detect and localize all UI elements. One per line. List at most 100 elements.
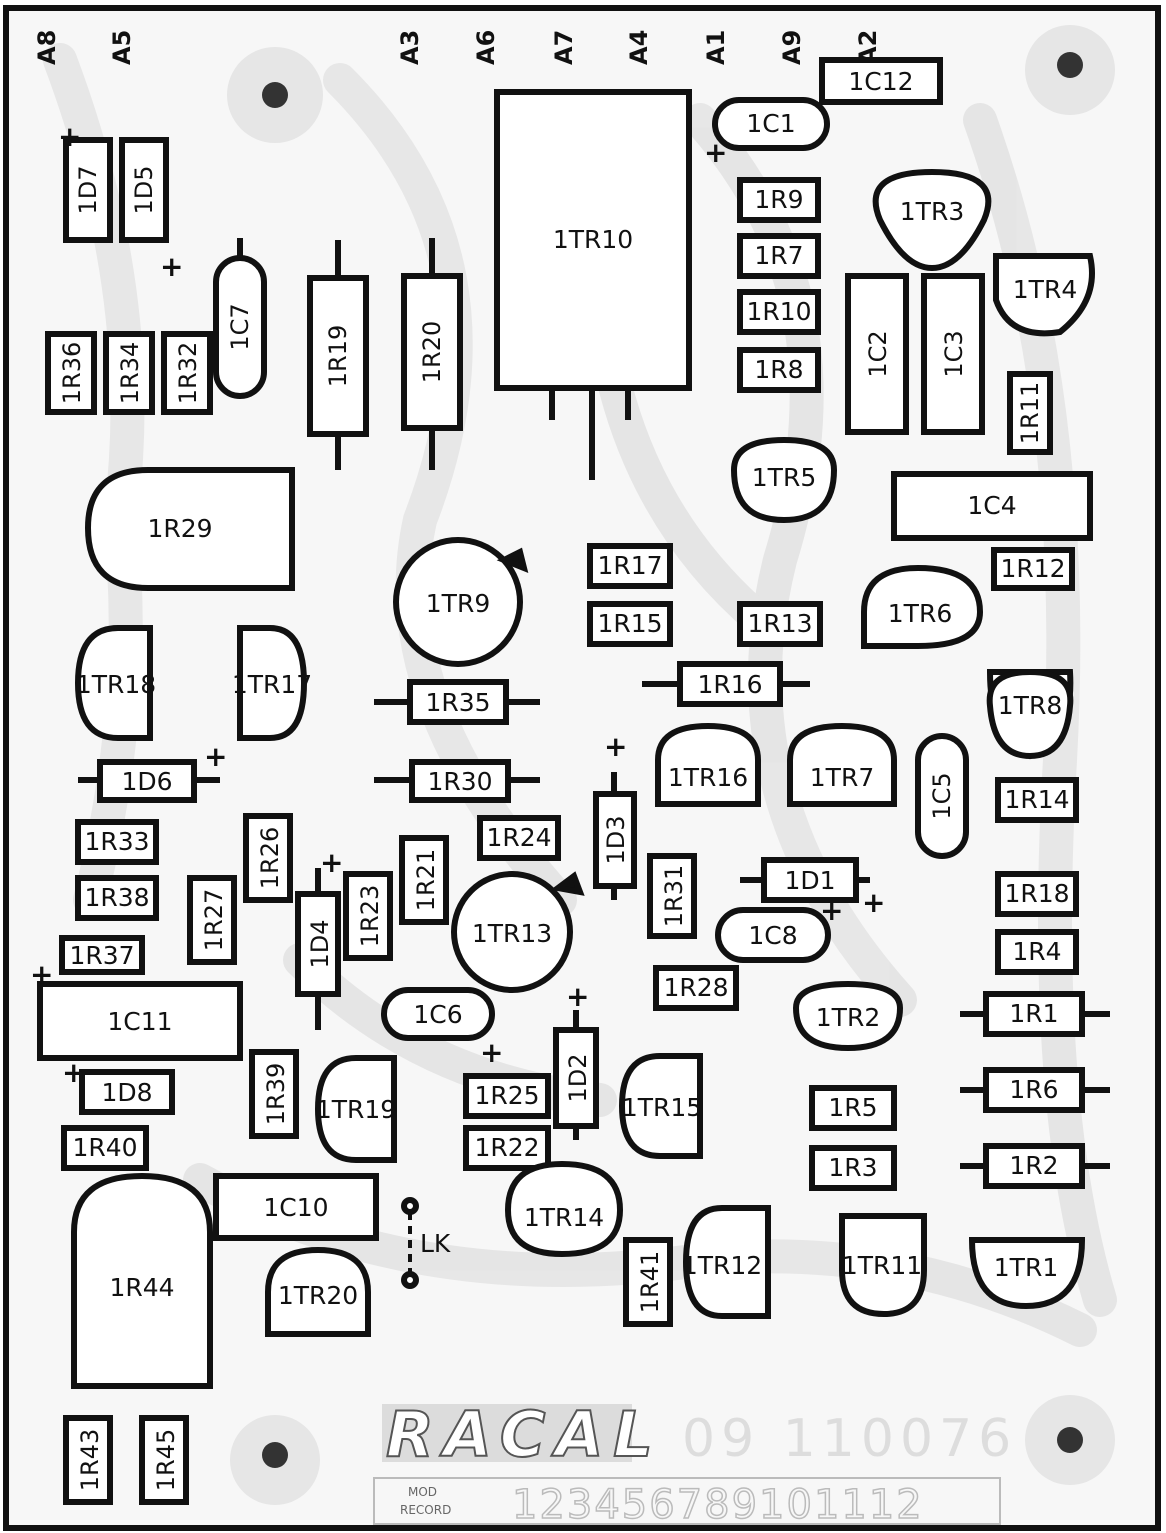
component-label-1r8: 1R8 (754, 355, 803, 384)
resistor-1r9 (737, 177, 821, 223)
diode-1d1 (761, 857, 859, 903)
transistor-1tr16 (655, 722, 761, 807)
component-label-1r1: 1R1 (1009, 999, 1058, 1028)
capacitor-1c6 (381, 987, 495, 1041)
component-label-1r41: 1R41 (636, 1251, 664, 1313)
resistor-1r20 (401, 273, 463, 431)
svg-text:MOD: MOD (408, 1485, 437, 1499)
component-label-1tr5: 1TR5 (752, 463, 816, 492)
component-label-1d8: 1D8 (101, 1078, 152, 1107)
component-label-1r13: 1R13 (747, 609, 812, 638)
resistor-1r28 (653, 965, 739, 1011)
svg-text:+: + (704, 136, 727, 169)
resistor-1r12 (991, 547, 1075, 591)
edge-pin-labels: A8 A5 A3 A6 A7 A4 A1 A9 A2 (33, 30, 882, 65)
svg-text:+: + (204, 740, 227, 773)
capacitor-1c5 (915, 733, 969, 859)
capacitor-1c4 (891, 471, 1093, 541)
resistor-1r15 (587, 601, 673, 647)
svg-text:RECORD: RECORD (400, 1503, 451, 1517)
resistor-1r14 (995, 777, 1079, 823)
component-label-1r9: 1R9 (754, 185, 803, 214)
resistor-1r8 (737, 347, 821, 393)
component-label-1r34: 1R34 (116, 342, 144, 404)
svg-text:+: + (320, 846, 343, 879)
transistor-1tr3 (872, 168, 992, 272)
component-label-1r15: 1R15 (597, 609, 662, 638)
brand-logo: RACAL (382, 1397, 663, 1472)
transistor-1tr17 (237, 625, 308, 741)
resistor-1r31 (647, 853, 697, 939)
svg-text:123456789101112: 123456789101112 (512, 1482, 924, 1528)
resistor-1r13 (737, 601, 823, 647)
component-label-1r25: 1R25 (474, 1081, 539, 1110)
component-label-1tr3: 1TR3 (900, 197, 964, 226)
component-label-1r43: 1R43 (76, 1429, 104, 1491)
component-label-1r6: 1R6 (1009, 1075, 1058, 1104)
resistor-1r24 (477, 815, 561, 861)
component-label-1c12: 1C12 (848, 67, 913, 96)
component-label-1tr10: 1TR10 (553, 225, 633, 254)
component-label-1r32: 1R32 (174, 342, 202, 404)
resistor-1r26 (243, 813, 293, 903)
resistor-1r22 (463, 1125, 551, 1171)
resistor-1r40 (61, 1125, 149, 1171)
component-label-1d1: 1D1 (784, 866, 835, 895)
svg-text:+: + (58, 120, 81, 153)
component-label-1d7: 1D7 (74, 165, 102, 214)
transistor-1tr19 (314, 1055, 397, 1163)
capacitor-1c12 (819, 57, 943, 105)
resistor-1r43 (63, 1415, 113, 1505)
component-label-1tr1: 1TR1 (994, 1253, 1058, 1282)
component-label-1tr14: 1TR14 (524, 1203, 604, 1232)
diode-1d3 (593, 791, 637, 889)
component-label-1tr18: 1TR18 (76, 670, 156, 699)
component-label-1tr7: 1TR7 (810, 763, 874, 792)
resistor-1r23 (343, 871, 393, 961)
transistor-1tr15 (618, 1053, 703, 1159)
component-label-1c1: 1C1 (746, 109, 795, 138)
resistor-1r44 (71, 1172, 213, 1389)
svg-text:+: + (604, 730, 627, 763)
component-label-1tr19: 1TR19 (316, 1095, 396, 1124)
pin-a5: A5 (108, 30, 136, 65)
component-label-1r17: 1R17 (597, 551, 662, 580)
component-label-1c3: 1C3 (940, 330, 968, 377)
component-label-1r37: 1R37 (69, 941, 134, 970)
resistor-1r30 (409, 759, 511, 803)
component-label-1r16: 1R16 (697, 670, 762, 699)
component-label-1tr9: 1TR9 (426, 589, 490, 618)
component-label-1tr17: 1TR17 (232, 670, 312, 699)
diode-1d4 (295, 891, 341, 997)
capacitor-1c11 (37, 981, 243, 1061)
component-label-1r44: 1R44 (109, 1273, 174, 1302)
diode-1d2 (553, 1027, 599, 1129)
resistor-1r18 (995, 871, 1079, 917)
transistor-1tr11 (839, 1213, 927, 1318)
component-label-1r23: 1R23 (356, 885, 384, 947)
resistor-1r16 (677, 661, 783, 707)
component-label-1d6: 1D6 (121, 767, 172, 796)
pin-a3: A3 (396, 30, 424, 65)
capacitor-1c2 (845, 273, 909, 435)
component-label-1r18: 1R18 (1004, 879, 1069, 908)
component-label-1r7: 1R7 (754, 241, 803, 270)
mod-record-strip: MOD RECORD 123456789101112 (373, 1477, 1001, 1529)
resistor-1r4 (995, 929, 1079, 975)
transistor-1tr20 (265, 1246, 371, 1337)
svg-text:RACAL: RACAL (386, 1398, 663, 1471)
transistor-1tr13 (451, 871, 573, 993)
component-label-1r33: 1R33 (84, 827, 149, 856)
component-label-1r35: 1R35 (425, 688, 490, 717)
component-label-1c11: 1C11 (107, 1007, 172, 1036)
transistor-1tr18 (74, 625, 153, 741)
resistor-1r7 (737, 233, 821, 279)
component-label-1r20: 1R20 (418, 321, 446, 383)
component-label-1d5: 1D5 (130, 165, 158, 214)
transistor-1tr5 (730, 436, 838, 524)
components: 1C12 1C1 1R9 1R7 1R10 1R8 1TR10 1TR3 1TR… (37, 57, 1110, 1505)
resistor-1r39 (249, 1049, 299, 1139)
resistor-1r27 (187, 875, 237, 965)
component-label-1tr4: 1TR4 (1013, 275, 1077, 304)
